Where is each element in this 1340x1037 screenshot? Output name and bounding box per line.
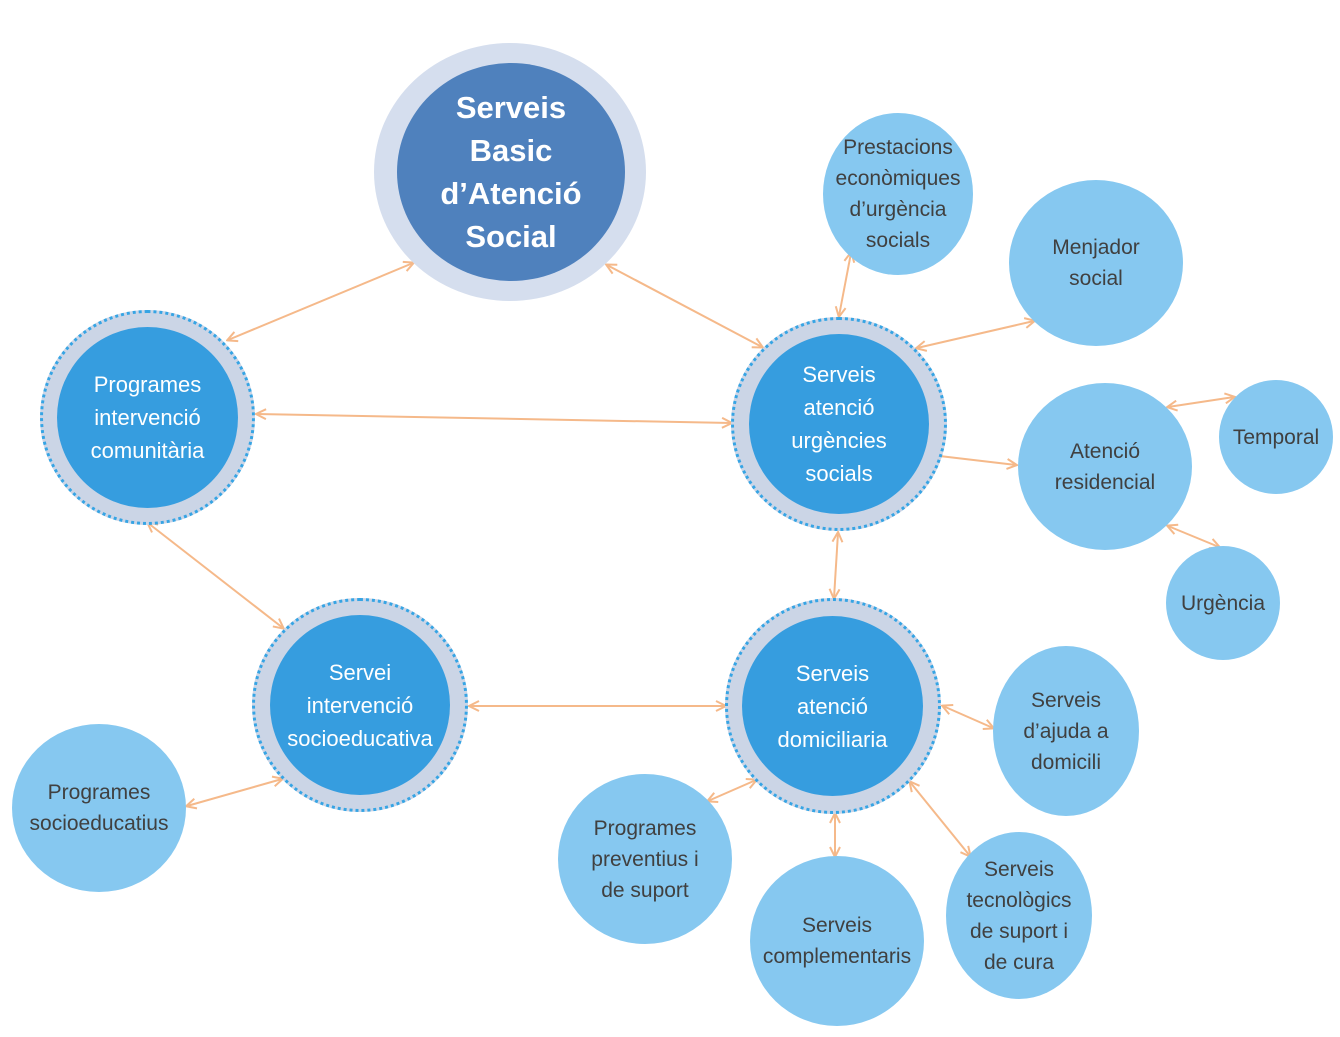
arrow-atencio-residencial-to-temporal	[1168, 397, 1234, 407]
node-serveis-urgencies-label: Serveis atenció urgències socials	[791, 362, 887, 486]
node-serveis-basic-label: Serveis Basic d’Atenció Social	[440, 90, 582, 254]
node-programes-intervencio-comunitaria[interactable]: Programes intervenció comunitària	[57, 327, 238, 508]
node-servei-socioeducativa-label: Servei intervenció socioeducativa	[287, 659, 433, 751]
arrow-serveis-basic-to-programes-intervencio	[228, 263, 413, 340]
node-serveis-tecnologics[interactable]: Serveis tecnològics de suport i de cura	[946, 832, 1092, 999]
node-temporal[interactable]: Temporal	[1219, 380, 1333, 494]
node-menjador-social[interactable]: Menjador social	[1009, 180, 1183, 346]
node-prestacions-label: Prestacions econòmiques d’urgència socia…	[835, 136, 961, 252]
node-programes-socioeducatius[interactable]: Programes socioeducatius	[12, 724, 186, 892]
node-serveis-complementaris[interactable]: Serveis complementaris	[750, 856, 924, 1026]
arrow-atencio-residencial-to-urgencia	[1168, 526, 1219, 547]
node-serveis-domiciliaria-label: Serveis atenció domiciliaria	[777, 660, 888, 752]
node-menjador-label: Menjador social	[1052, 236, 1140, 290]
node-urgencia[interactable]: Urgència	[1166, 546, 1280, 660]
node-serveis-atencio-urgencies-socials[interactable]: Serveis atenció urgències socials	[749, 334, 929, 514]
node-programes-preventius-label: Programes preventius i de suport	[591, 816, 699, 902]
node-temporal-label: Temporal	[1232, 425, 1320, 449]
node-programes-preventius[interactable]: Programes preventius i de suport	[558, 774, 732, 944]
arrow-serveis-domiciliaria-to-serveis-tecnologics	[910, 782, 970, 856]
node-serveis-atencio-domiciliaria[interactable]: Serveis atenció domiciliaria	[742, 616, 923, 796]
node-serveis-basic-atencio-social[interactable]: Serveis Basic d’Atenció Social	[397, 63, 625, 281]
node-programes-socioeducatius-label: Programes socioeducatius	[29, 781, 169, 835]
arrow-serveis-domiciliaria-to-programes-preventius	[708, 780, 756, 801]
node-urgencia-label: Urgència	[1180, 591, 1266, 615]
arrow-programes-intervencio-to-serveis-urgencies	[257, 414, 731, 423]
arrow-servei-socioeducativa-to-programes-socioeducatius	[187, 779, 282, 806]
arrow-serveis-basic-to-serveis-urgencies	[607, 265, 762, 347]
node-serveis-tecnologics-label: Serveis tecnològics de suport i de cura	[966, 857, 1072, 974]
node-atencio-residencial-label: Atenció residencial	[1054, 439, 1156, 494]
arrow-serveis-urgencies-to-serveis-domiciliaria	[834, 533, 838, 598]
arrow-serveis-urgencies-to-menjador	[917, 321, 1034, 348]
node-atencio-residencial[interactable]: Atenció residencial	[1018, 383, 1192, 550]
arrow-serveis-urgencies-to-atencio-residencial	[931, 455, 1016, 465]
node-prestacions-economiques[interactable]: Prestacions econòmiques d’urgència socia…	[823, 113, 973, 275]
node-serveis-complementaris-label: Serveis complementaris	[762, 914, 912, 968]
node-serveis-ajuda-domicili[interactable]: Serveis d’ajuda a domicili	[993, 646, 1139, 816]
arrow-serveis-domiciliaria-to-serveis-ajuda	[943, 706, 993, 728]
node-servei-intervencio-socioeducativa[interactable]: Servei intervenció socioeducativa	[270, 615, 450, 795]
arrow-serveis-urgencies-to-prestacions	[839, 253, 851, 316]
arrow-programes-intervencio-to-servei-socioeducativa	[148, 523, 283, 628]
node-programes-intervencio-label: Programes intervenció comunitària	[90, 372, 205, 463]
node-serveis-ajuda-label: Serveis d’ajuda a domicili	[1023, 688, 1109, 774]
